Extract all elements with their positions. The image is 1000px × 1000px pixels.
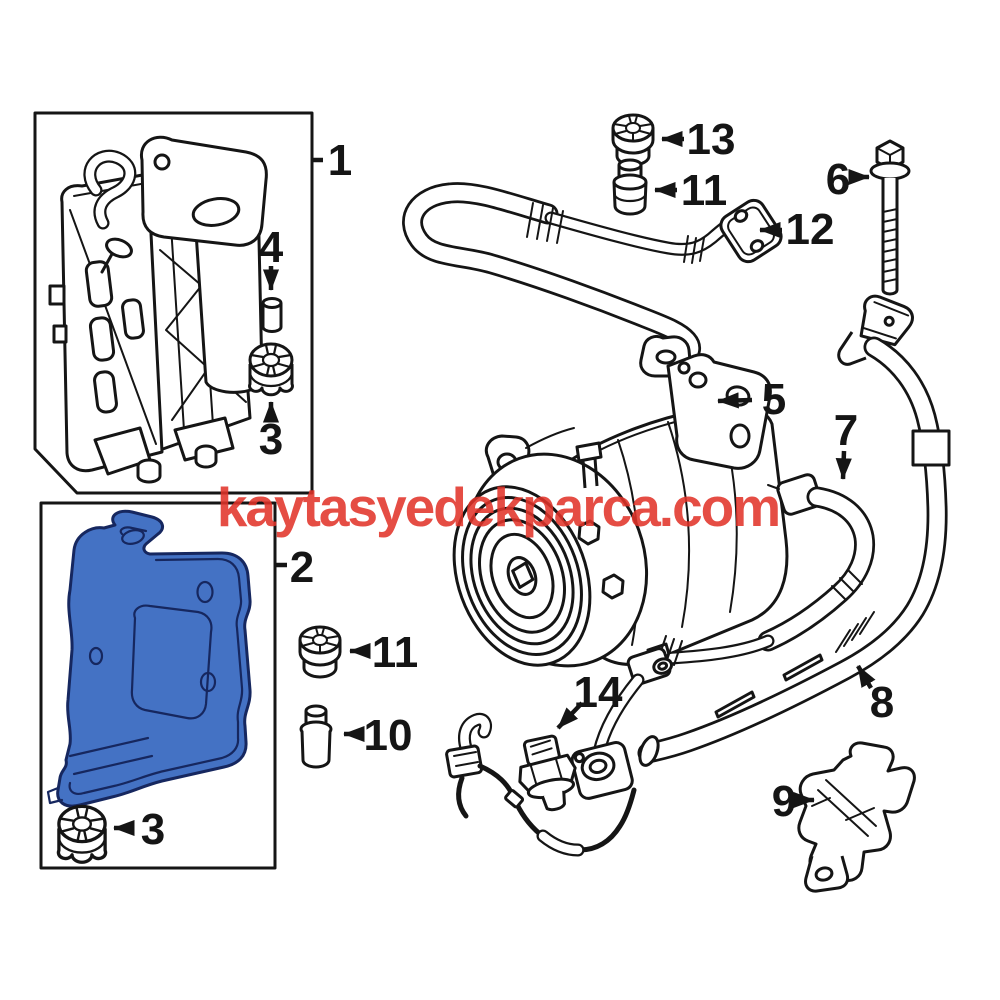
callout-6-label: 6: [826, 155, 850, 204]
arrow-to-part-5: [717, 392, 753, 409]
callout-3b-label: 3: [141, 805, 165, 854]
callout-3a-label: 3: [259, 415, 283, 464]
callout-7-label: 7: [834, 406, 858, 455]
suction-pipe-assembly: [402, 113, 783, 378]
arrow-to-part-7: [835, 450, 852, 480]
callout-9-label: 9: [772, 777, 796, 826]
crimp-ribs: [835, 611, 875, 653]
part-3-cap-box2: [56, 804, 108, 864]
harness-clip: [504, 788, 525, 809]
callout-4-label: 4: [259, 223, 284, 272]
wiring-harness: [445, 712, 637, 857]
callout-12-label: 12: [786, 205, 835, 254]
part-8-hose: [570, 294, 951, 800]
callout-14-label: 14: [574, 668, 623, 717]
arrow-to-part-8: [856, 664, 876, 690]
part-6-bolt: [869, 139, 911, 296]
compressor-pulley: [452, 485, 592, 667]
callout-5-label: 5: [762, 375, 786, 424]
callout-10-label: 10: [364, 711, 413, 760]
part-10-port: [299, 704, 333, 769]
harness-connector: [445, 744, 484, 779]
part-11-valve-top: [612, 158, 648, 216]
part-14-sensor: [518, 734, 577, 812]
hose-8-collar: [911, 429, 951, 467]
part-11-cap-left: [298, 625, 342, 679]
part-2-bracket-blue: [46, 509, 252, 808]
part-4-pin: [261, 297, 283, 333]
condenser-core: [48, 135, 268, 484]
crimp-ribs: [526, 202, 564, 244]
part-12-flange: [719, 198, 783, 264]
callout-11b-label: 11: [372, 628, 419, 677]
callout-8-label: 8: [870, 678, 894, 727]
box-1-condenser-assembly: [33, 111, 314, 495]
callout-1-label: 1: [328, 136, 352, 185]
part-7-hose: [592, 473, 876, 759]
arrow-to-part-14: [556, 701, 584, 730]
part-3-cap-box1: [248, 342, 294, 397]
box-2-bracket-assembly: [39, 501, 277, 870]
hose-8-manifold-block: [570, 741, 634, 800]
crimp-ribs: [831, 569, 863, 601]
hose-8-end-fitting: [859, 294, 914, 347]
part-13-cap: [611, 113, 655, 167]
callout-11a-label: 11: [681, 166, 728, 215]
callout-labels: 1 2 3 3 4 5 6 7 8 9 10 11 11 12 13 14: [141, 115, 894, 854]
hose-8-end-tab: [837, 331, 867, 366]
watermark-text: kaytasyedekparca.com: [216, 476, 781, 538]
condenser-top-bracket: [139, 135, 268, 247]
part-5-compressor: [452, 353, 789, 668]
callout-arrows: [113, 130, 876, 837]
callout-13-label: 13: [687, 115, 736, 164]
callout-2-label: 2: [290, 543, 314, 592]
part-9-bracket: [797, 741, 916, 893]
